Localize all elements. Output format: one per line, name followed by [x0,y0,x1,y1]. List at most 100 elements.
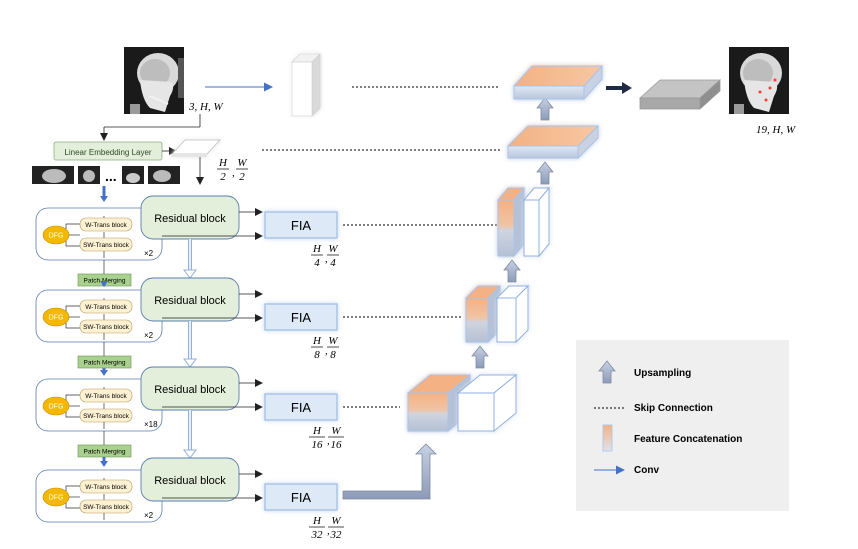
sw-trans-block: SW-Trans block [79,237,133,252]
upsampling-arrow [536,161,554,185]
output-slab [638,79,722,110]
svg-text:32: 32 [311,529,324,541]
conv-feature-plate [291,53,321,117]
input-dims-label: 3, H, W [188,101,223,113]
svg-text:W-Trans block: W-Trans block [85,393,127,400]
sw-trans-block: SW-Trans block [79,499,133,514]
svg-text:16: 16 [331,439,343,451]
svg-text:FIA: FIA [291,218,312,233]
fia-module [264,211,338,239]
half-res-label: H 2 , W 2 [217,157,248,183]
residual-block: Residual block [140,457,240,502]
svg-text:H: H [312,243,322,255]
legend-concat-icon [602,424,613,452]
sw-trans-block: SW-Trans block [79,408,133,423]
svg-text:2: 2 [220,171,226,183]
svg-text:FIA: FIA [291,400,312,415]
svg-text:H: H [312,335,322,347]
svg-text:Residual block: Residual block [154,295,226,307]
dfg-module: DFG [42,487,70,507]
svg-text:8: 8 [314,349,320,361]
residual-block: Residual block [140,366,240,411]
svg-text:Patch Merging: Patch Merging [84,449,126,456]
svg-text:DFG: DFG [49,404,64,411]
output-xray-image [729,47,789,114]
sw-trans-block: SW-Trans block [79,319,133,334]
dfg-module: DFG [42,225,70,245]
svg-text:,: , [325,253,328,265]
svg-text:W-Trans block: W-Trans block [85,304,127,311]
svg-text:H: H [312,425,322,437]
svg-text:Residual block: Residual block [154,475,226,487]
patch-merging: Patch Merging [77,444,132,458]
linear-embedding-layer: Linear Embedding Layer [53,141,163,161]
resolution-label: H16,W16 [309,425,344,451]
w-trans-block: W-Trans block [79,479,133,494]
resolution-label: H8,W8 [311,335,339,361]
dfg-module: DFG [42,307,70,327]
svg-text:Patch Merging: Patch Merging [84,360,126,367]
svg-text:4: 4 [330,257,336,269]
fia-module [264,303,338,331]
empty-cube-3 [522,186,551,258]
svg-text:32: 32 [330,529,343,541]
legend-upsampling-icon [598,360,616,384]
svg-text:...: ... [105,168,117,184]
svg-text:DFG: DFG [49,495,64,502]
svg-text:W-Trans block: W-Trans block [85,484,127,491]
svg-text:8: 8 [330,349,336,361]
legend-upsampling-label: Upsampling [634,368,691,379]
dfg-module: DFG [42,396,70,416]
repeat-count: ×2 [144,511,154,520]
svg-text:,: , [327,525,330,537]
output-dims-label: 19, H, W [756,124,796,136]
svg-text:W: W [328,243,338,255]
input-xray-image [124,47,184,114]
residual-block: Residual block [140,195,240,240]
empty-cube-2 [495,284,530,344]
concat-cube-2 [464,284,502,344]
patch-merging: Patch Merging [77,355,132,369]
repeat-count: ×2 [144,249,154,258]
svg-text:W: W [237,157,247,169]
empty-cube-1 [456,373,518,433]
svg-text:W: W [328,335,338,347]
concat-slab-1 [506,124,600,160]
svg-text:4: 4 [314,257,320,269]
svg-text:W: W [331,515,341,527]
svg-text:H: H [218,157,228,169]
svg-text:SW-Trans block: SW-Trans block [83,324,130,331]
svg-text:DFG: DFG [49,315,64,322]
svg-text:FIA: FIA [291,490,312,505]
w-trans-block: W-Trans block [79,388,133,403]
legend-conv-label: Conv [634,465,659,476]
resolution-label: H4,W4 [311,243,339,269]
upsampling-arrow [536,97,554,121]
upsampling-arrow [503,259,521,283]
svg-text:,: , [325,345,328,357]
svg-text:,: , [327,435,330,447]
patch-tiles: ... [32,166,180,184]
svg-text:Linear Embedding Layer: Linear Embedding Layer [64,148,152,157]
upsampling-arrow [471,345,489,369]
residual-block: Residual block [140,277,240,322]
embedding-feature-plate [171,139,221,157]
svg-text:2: 2 [239,171,245,183]
legend: Upsampling Skip Connection Feature Conca… [576,340,789,511]
legend-skip-label: Skip Connection [634,403,713,414]
svg-text:H: H [312,515,322,527]
concat-cube-3 [496,186,526,258]
w-trans-block: W-Trans block [79,217,133,232]
legend-concat-label: Feature Concatenation [634,434,742,445]
repeat-count: ×2 [144,331,154,340]
svg-text:W: W [331,425,341,437]
resolution-label: H 32,W 32 [309,515,344,541]
svg-text:DFG: DFG [49,233,64,240]
fia-module [264,483,338,511]
fia-module [264,393,338,421]
upsample-path-arrow [342,443,437,500]
